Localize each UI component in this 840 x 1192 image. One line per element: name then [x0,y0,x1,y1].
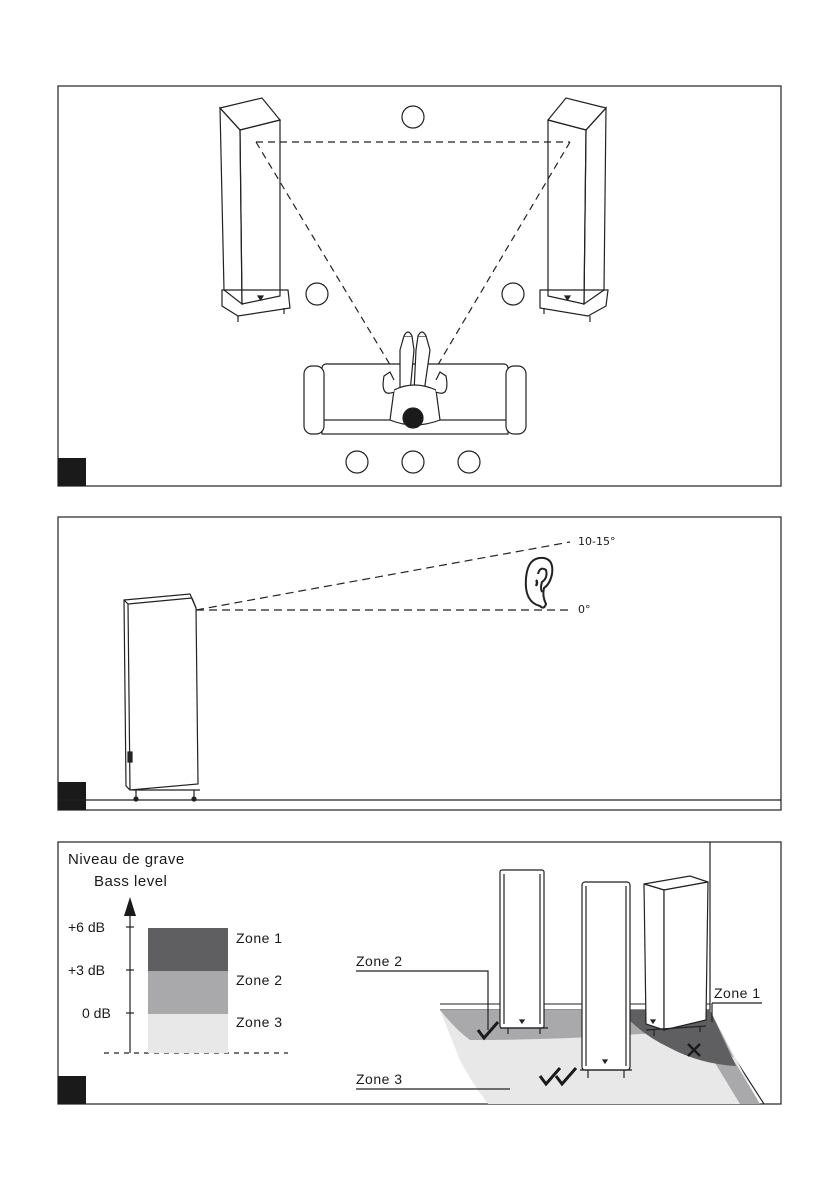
angle-lines [196,542,570,610]
marker-circle-bottom-2 [402,451,424,473]
panel-1-tab [58,458,86,486]
panel-bass-zones: Niveau de grave Bass level +6 dB +3 dB 0… [58,842,781,1104]
zone-3-label: Zone 3 [236,1014,283,1030]
panel-listening-height: 10-15° 0° [58,517,781,810]
angle-up-label: 10-15° [578,535,615,548]
marker-circle-left [306,283,328,305]
ear-icon [526,558,553,608]
marker-circle-bottom-1 [346,451,368,473]
room-speaker-corner [644,876,708,1036]
zone-1-swatch [148,928,228,971]
bass-level-title-fr: Niveau de grave [68,851,185,868]
side-speaker [124,594,200,801]
angle-zero-label: 0° [578,603,591,616]
room-zone-2-label: Zone 2 [356,953,403,969]
room-zone-1-label: Zone 1 [714,985,761,1001]
zone-1-label: Zone 1 [236,930,283,946]
marker-circle-top [402,106,424,128]
bass-level-title-en: Bass level [94,873,167,890]
room-illustration: Zone 2 Zone 3 Zone 1 [356,842,764,1104]
zone-3-swatch [148,1014,228,1053]
right-speaker [540,98,608,322]
room-speaker-back [500,870,548,1034]
zone-2-swatch [148,971,228,1014]
marker-circle-bottom-3 [458,451,480,473]
marker-circle-right [502,283,524,305]
room-speaker-centre [580,882,632,1078]
left-speaker [220,98,290,322]
room-zone-3-label: Zone 3 [356,1071,403,1087]
panel-3-tab [58,1076,86,1104]
panel-stereo-triangle [58,86,781,486]
db-label-3: +3 dB [68,962,105,978]
zone-2-label: Zone 2 [236,972,283,988]
db-label-0: 0 dB [82,1005,111,1021]
db-label-6: +6 dB [68,919,105,935]
listener-person [383,332,447,428]
bass-axis-arrow [124,897,136,916]
listening-triangle [256,142,570,368]
panel-2-frame [58,517,781,810]
panel-2-tab [58,782,86,810]
